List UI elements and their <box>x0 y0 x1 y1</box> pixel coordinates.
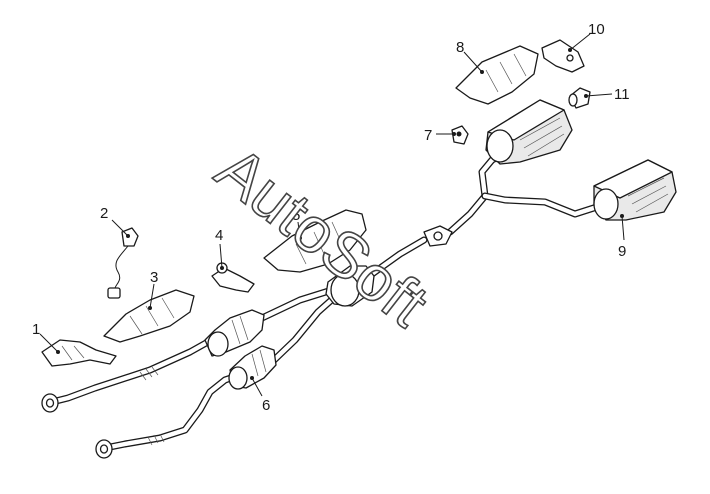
callout-3: 3 <box>150 269 158 286</box>
part-7-rubber-mount <box>451 125 469 145</box>
callout-6: 6 <box>262 397 270 414</box>
part-8-heat-shield <box>455 45 539 105</box>
part-3-heat-shield <box>103 289 195 343</box>
callout-7: 7 <box>424 127 432 144</box>
callout-9: 9 <box>618 243 626 260</box>
part-10-bracket <box>541 39 585 73</box>
callout-5: 5 <box>292 207 300 224</box>
center-resonator <box>325 265 375 307</box>
part-4-hanger-bracket <box>211 262 255 293</box>
callout-11: 11 <box>614 86 630 103</box>
callout-2: 2 <box>100 205 108 222</box>
front-pipe-flanges <box>41 366 165 459</box>
callout-10: 10 <box>588 21 605 38</box>
middle-flange <box>423 225 453 247</box>
upper-catalytic-converter <box>204 309 265 357</box>
part-1-heat-shield <box>41 339 117 367</box>
part-11-tailpipe-tip <box>568 87 591 109</box>
callout-labels: 1 2 3 4 5 6 7 8 9 10 11 <box>32 21 630 414</box>
lower-rear-muffler <box>593 159 677 221</box>
callout-4: 4 <box>215 227 223 244</box>
callout-8: 8 <box>456 39 464 56</box>
lower-catalytic-converter <box>228 345 277 390</box>
callout-1: 1 <box>32 321 40 338</box>
part-5-heat-shield <box>263 209 367 273</box>
upper-rear-muffler <box>485 99 573 165</box>
callout-leaders <box>39 33 625 397</box>
part-2-oxygen-sensor <box>107 227 139 299</box>
